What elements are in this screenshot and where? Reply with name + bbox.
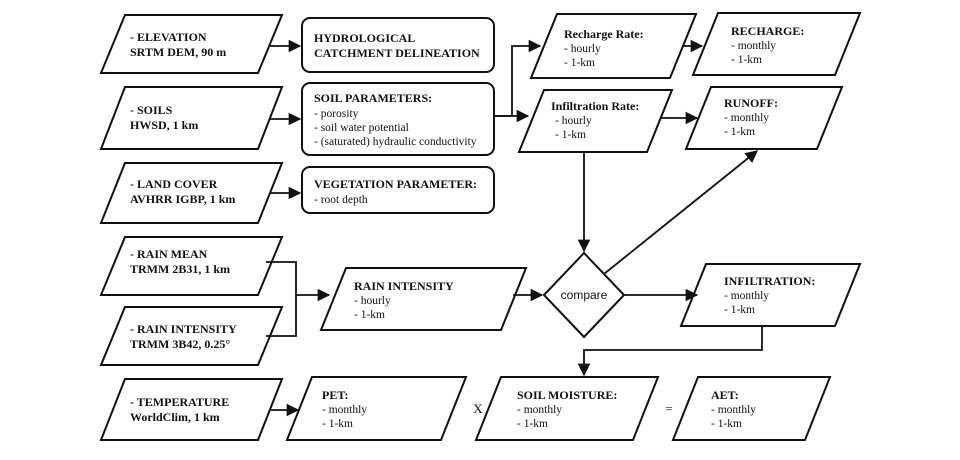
infiltration-rate-title: Infiltration Rate: — [551, 99, 639, 113]
decision-compare-label: compare — [561, 288, 608, 302]
soil-moisture-item: - 1-km — [517, 418, 548, 430]
input-elevation: - ELEVATION SRTM DEM, 90 m — [99, 14, 284, 74]
veg-param-item: - root depth — [314, 194, 368, 206]
pet-title: PET: — [322, 388, 348, 402]
input-rain-intensity-line1: - RAIN INTENSITY — [130, 322, 237, 336]
input-land-cover: - LAND COVER AVHRR IGBP, 1 km — [99, 162, 284, 224]
recharge-title: RECHARGE: — [731, 24, 804, 38]
process-catchment-line1: HYDROLOGICAL — [314, 31, 415, 45]
input-temperature-line1: - TEMPERATURE — [130, 395, 229, 409]
soil-param-item: - porosity — [314, 108, 359, 120]
bracket-rain-inputs — [266, 261, 297, 337]
input-soils-line1: - SOILS — [130, 103, 173, 117]
runoff-title: RUNOFF: — [724, 96, 778, 110]
input-rain-mean-line2: TRMM 2B31, 1 km — [130, 262, 230, 276]
output-runoff: RUNOFF: - monthly - 1-km — [684, 86, 844, 150]
soil-moisture-title: SOIL MOISTURE: — [517, 388, 617, 402]
process-vegetation-title: VEGETATION PARAMETER: — [314, 177, 477, 191]
input-soils-line2: HWSD, 1 km — [130, 118, 198, 132]
input-land-cover-line1: - LAND COVER — [130, 177, 218, 191]
soil-param-item: - (saturated) hydraulic conductivity — [314, 136, 477, 148]
equals-operator: = — [665, 401, 672, 416]
rain-intensity-title: RAIN INTENSITY — [354, 279, 454, 293]
input-temperature: - TEMPERATURE WorldClim, 1 km — [99, 378, 284, 441]
recharge-item: - 1-km — [731, 54, 762, 66]
output-recharge: RECHARGE: - monthly - 1-km — [691, 12, 862, 76]
recharge-rate-item: - 1-km — [564, 57, 595, 69]
process-catchment-line2: CATCHMENT DELINEATION — [314, 46, 480, 60]
infiltration-item: - monthly — [724, 290, 769, 302]
intermediate-soil-moisture: SOIL MOISTURE: - monthly - 1-km — [474, 376, 660, 441]
recharge-rate-title: Recharge Rate: — [564, 27, 644, 41]
runoff-item: - monthly — [724, 112, 769, 124]
input-rain-mean: - RAIN MEAN TRMM 2B31, 1 km — [99, 236, 284, 296]
recharge-item: - monthly — [731, 40, 776, 52]
intermediate-recharge-rate: Recharge Rate: - hourly - 1-km — [529, 13, 698, 79]
process-catchment-delineation: HYDROLOGICAL CATCHMENT DELINEATION — [301, 17, 495, 73]
input-soils: - SOILS HWSD, 1 km — [99, 86, 284, 150]
process-vegetation-parameter: VEGETATION PARAMETER: - root depth — [301, 166, 495, 214]
input-rain-mean-line1: - RAIN MEAN — [130, 247, 208, 261]
arrow-soilparams-to-recharge-rate — [494, 39, 542, 117]
process-soil-parameters: SOIL PARAMETERS: - porosity - soil water… — [301, 82, 495, 156]
arrow-infiltration-to-soil-moisture — [577, 326, 763, 377]
input-rain-intensity-line2: TRMM 3B42, 0.25° — [130, 337, 230, 351]
multiply-operator: X — [473, 401, 483, 416]
infiltration-rate-item: - 1-km — [555, 129, 586, 141]
infiltration-rate-item: - hourly — [555, 115, 592, 127]
arrow-compare-to-runoff — [603, 150, 758, 275]
output-infiltration: INFILTRATION: - monthly - 1-km — [679, 263, 862, 327]
input-elevation-line2: SRTM DEM, 90 m — [130, 45, 226, 59]
rain-intensity-item: - hourly — [354, 295, 391, 307]
decision-compare: compare — [542, 251, 626, 339]
aet-item: - monthly — [711, 404, 756, 416]
input-land-cover-line2: AVHRR IGBP, 1 km — [130, 192, 235, 206]
recharge-rate-item: - hourly — [564, 43, 601, 55]
runoff-item: - 1-km — [724, 126, 755, 138]
rain-intensity-item: - 1-km — [354, 309, 385, 321]
intermediate-infiltration-rate: Infiltration Rate: - hourly - 1-km — [517, 89, 674, 153]
output-aet: AET: - monthly - 1-km — [671, 376, 832, 441]
intermediate-rain-intensity: RAIN INTENSITY - hourly - 1-km — [319, 267, 528, 331]
pet-item: - 1-km — [322, 418, 353, 430]
soil-moisture-item: - monthly — [517, 404, 562, 416]
intermediate-pet: PET: - monthly - 1-km — [285, 376, 468, 441]
aet-title: AET: — [711, 388, 739, 402]
soil-param-item: - soil water potential — [314, 122, 409, 134]
input-rain-intensity: - RAIN INTENSITY TRMM 3B42, 0.25° — [99, 306, 284, 366]
process-soil-parameters-title: SOIL PARAMETERS: — [314, 91, 432, 105]
input-temperature-line2: WorldClim, 1 km — [130, 410, 220, 424]
input-elevation-line1: - ELEVATION — [130, 30, 207, 44]
infiltration-item: - 1-km — [724, 304, 755, 316]
pet-item: - monthly — [322, 404, 367, 416]
aet-item: - 1-km — [711, 418, 742, 430]
infiltration-title: INFILTRATION: — [724, 274, 815, 288]
